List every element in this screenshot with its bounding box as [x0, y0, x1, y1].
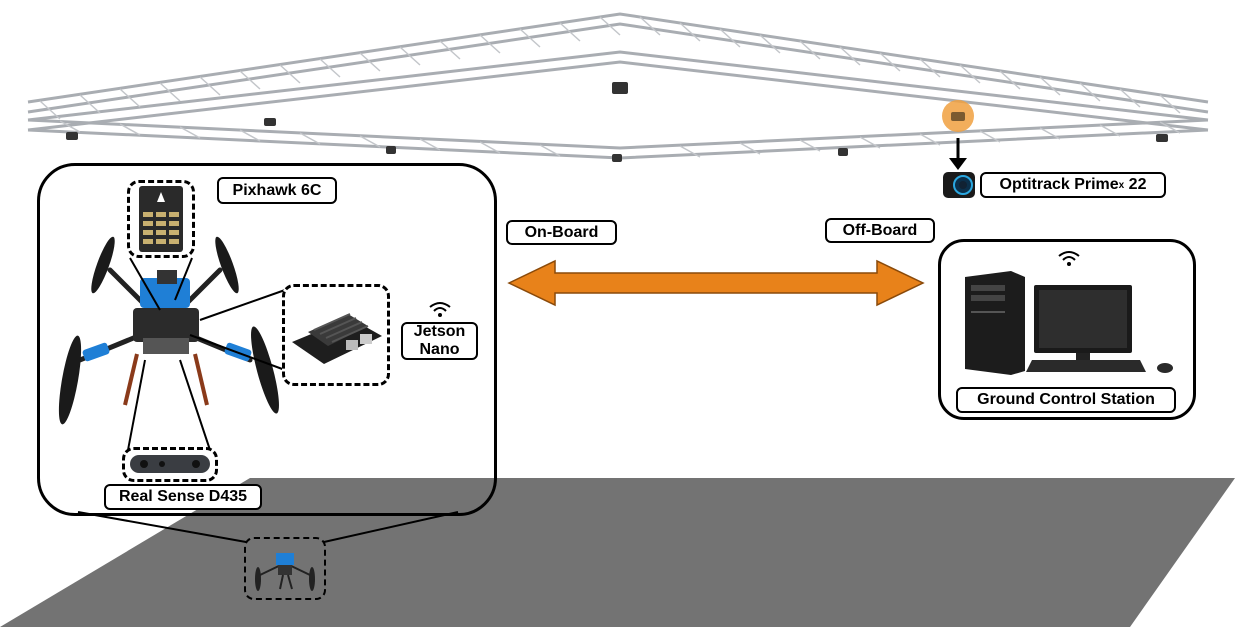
jetson-label: Jetson Nano — [401, 322, 478, 360]
jetson-label-line2: Nano — [419, 341, 460, 358]
bidirectional-arrow — [507, 259, 925, 307]
gcs-label: Ground Control Station — [956, 387, 1176, 413]
mouse-icon — [1157, 363, 1173, 373]
onboard-label: On-Board — [506, 220, 617, 245]
camera-icon — [130, 455, 210, 473]
optitrack-label-num: 22 — [1124, 176, 1147, 194]
keyboard-icon — [1026, 360, 1146, 372]
jetson-board-icon — [292, 313, 382, 364]
truss-frame — [27, 12, 1209, 162]
realsense-label: Real Sense D435 — [104, 484, 262, 510]
optitrack-label-sup: x — [1118, 179, 1125, 191]
jetson-label-line1: Jetson — [413, 323, 466, 341]
gcs-wifi-icon — [1058, 251, 1080, 266]
pixhawk-label: Pixhawk 6C — [217, 177, 337, 204]
gcs-panel — [938, 239, 1196, 420]
optitrack-camera-icon — [943, 172, 975, 198]
offboard-label: Off-Board — [825, 218, 935, 243]
onboard-panel — [37, 163, 497, 516]
computer-tower-icon — [965, 271, 1025, 375]
optitrack-label-main: Optitrack Prime — [999, 176, 1119, 194]
small-drone-box — [244, 537, 326, 600]
pixhawk-board-icon — [139, 186, 183, 252]
monitor-icon — [1034, 285, 1132, 366]
wifi-icon — [429, 302, 451, 317]
small-drone-icon — [255, 553, 315, 591]
down-arrow — [949, 138, 967, 170]
